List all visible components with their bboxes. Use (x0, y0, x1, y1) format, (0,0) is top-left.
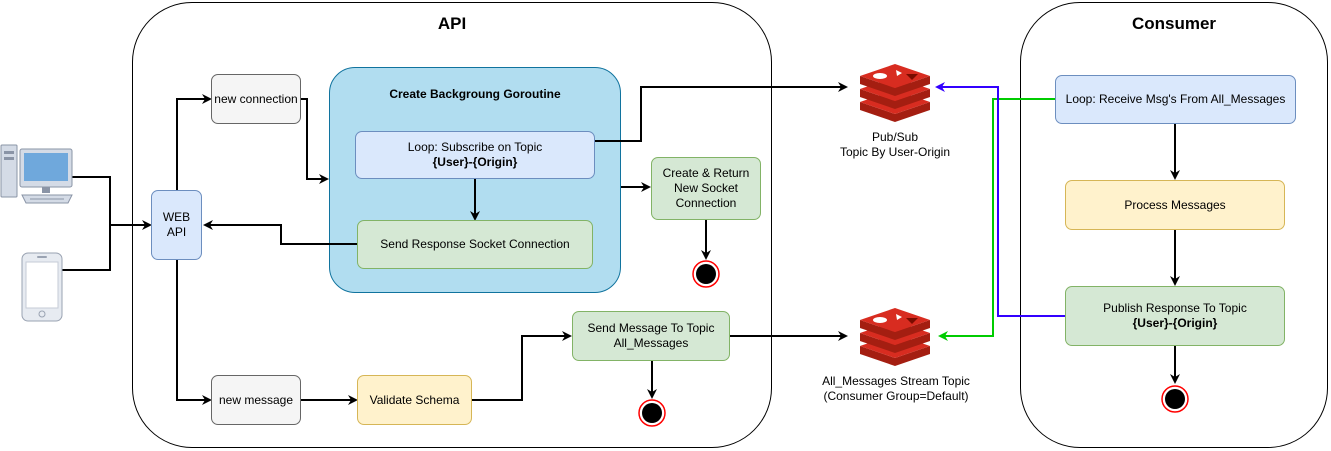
publish-response-label: Publish Response To Topic (1103, 301, 1247, 315)
redis-icon (860, 308, 930, 366)
subscribe-to-pubsub-line (595, 82, 848, 142)
pubsub-label: Pub/Sub Topic By User-Origin (839, 130, 951, 159)
validate-schema-node: Validate Schema (357, 375, 472, 425)
publish-to-pubsub-line (935, 82, 1065, 317)
new-message-label: new message (218, 392, 294, 407)
process-messages-node: Process Messages (1065, 180, 1285, 230)
subscribe-topic-name: {User}-{Origin} (432, 155, 518, 169)
api-region-title: API (437, 14, 467, 33)
subscribe-topic-node: Loop: Subscribe on Topic {User}-{Origin} (355, 131, 595, 179)
stream-topic-label: All_Messages Stream Topic (Consumer Grou… (822, 374, 970, 403)
goroutine-title: Create Backgroung Goroutine (389, 87, 561, 101)
send-message-label: Send Message To Topic All_Messages (587, 321, 715, 350)
send-response-to-webapi-line (203, 220, 357, 245)
web-api-node: WEB API (151, 190, 202, 260)
loop-receive-label: Loop: Receive Msg's From All_Messages (1065, 92, 1286, 106)
web-api-label: WEB API (162, 210, 191, 239)
consumer-region-title: Consumer (1131, 14, 1217, 33)
smartphone-icon (21, 252, 63, 322)
process-messages-label: Process Messages (1124, 197, 1226, 212)
phone-to-webapi-line (62, 225, 111, 271)
new-connection-to-goroutine-line (301, 98, 329, 184)
desktop-to-webapi-line (72, 176, 152, 230)
redis-icon (860, 64, 930, 122)
end-marker (1161, 385, 1189, 413)
end-marker (638, 399, 666, 427)
validate-to-send-message-line (472, 331, 572, 401)
new-connection-label: new connection (214, 91, 298, 106)
end-marker (692, 260, 720, 288)
loop-receive-node: Loop: Receive Msg's From All_Messages (1055, 75, 1296, 124)
new-connection-node: new connection (211, 74, 301, 124)
publish-response-topic: {User}-{Origin} (1132, 316, 1218, 330)
create-return-label: Create & Return New Socket Connection (662, 166, 750, 210)
stream-to-consumer-line (938, 98, 1055, 341)
send-response-label: Send Response Socket Connection (380, 237, 570, 251)
new-message-node: new message (211, 375, 301, 425)
publish-response-node: Publish Response To Topic {User}-{Origin… (1065, 286, 1285, 346)
send-message-node: Send Message To Topic All_Messages (572, 311, 730, 361)
validate-schema-label: Validate Schema (369, 392, 460, 407)
webapi-to-new-message-line (176, 260, 212, 405)
desktop-computer-icon (0, 144, 73, 204)
webapi-to-new-connection-line (176, 94, 212, 190)
subscribe-topic-label: Loop: Subscribe on Topic (407, 140, 543, 154)
send-response-node: Send Response Socket Connection (357, 220, 593, 269)
create-return-node: Create & Return New Socket Connection (651, 157, 761, 220)
